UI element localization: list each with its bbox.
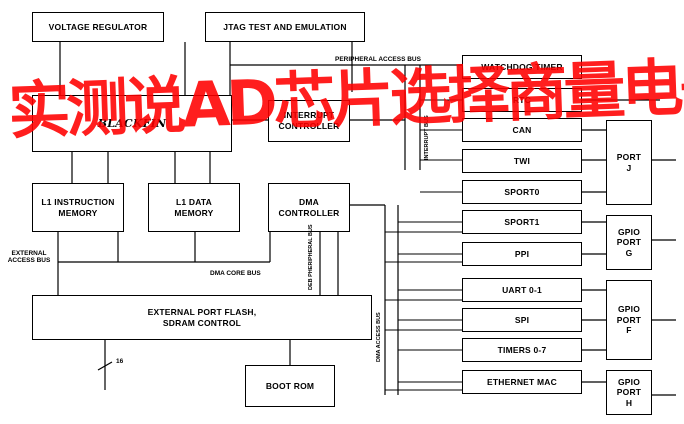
dma-core-bus-label: DMA CORE BUS xyxy=(210,270,261,277)
rtc-block: RTC xyxy=(462,88,582,112)
gpio-port-h-line1: GPIO xyxy=(617,376,641,387)
sport0-block: SPORT0 xyxy=(462,180,582,204)
ethernet-mac-block: ETHERNET MAC xyxy=(462,370,582,394)
interrupt-controller-block: INTERRUPT CONTROLLER xyxy=(268,100,350,142)
bus-width-label: 16 xyxy=(116,358,124,365)
gpio-port-g-line3: G xyxy=(625,247,633,258)
gpio-port-f-block: GPIO PORT F xyxy=(606,280,652,360)
external-port-block: EXTERNAL PORT FLASH, SDRAM CONTROL xyxy=(32,295,372,340)
dma-controller-block: DMA CONTROLLER xyxy=(268,183,350,232)
l1-data-memory-block: L1 DATA MEMORY xyxy=(148,183,240,232)
twi-block: TWI xyxy=(462,149,582,173)
gpio-port-j-line2: J xyxy=(626,162,632,173)
peripheral-access-bus-label: PERIPHERAL ACCESS BUS xyxy=(335,56,421,63)
l1-instruction-memory-block: L1 INSTRUCTION MEMORY xyxy=(32,183,124,232)
timers-block: TIMERS 0-7 xyxy=(462,338,582,362)
jtag-block: JTAG TEST AND EMULATION xyxy=(205,12,365,42)
ppi-block: PPI xyxy=(462,242,582,266)
can-block: CAN xyxy=(462,118,582,142)
core-block: BLACKFIN xyxy=(32,95,232,152)
dma-ext-bus-label: DEB PHERIPHERAL BUS xyxy=(308,224,314,290)
blackfin-logo: BLACKFIN xyxy=(97,116,167,130)
boot-rom-block: BOOT ROM xyxy=(245,365,335,407)
uart-block: UART 0-1 xyxy=(462,278,582,302)
sport1-block: SPORT1 xyxy=(462,210,582,234)
gpio-port-g-line2: PORT xyxy=(616,237,642,248)
gpio-port-j-block: PORT J xyxy=(606,120,652,205)
dma-access-bus-label: DMA ACCESS BUS xyxy=(376,312,382,362)
spi-block: SPI xyxy=(462,308,582,332)
gpio-port-h-line3: H xyxy=(625,397,633,408)
voltage-regulator-block: VOLTAGE REGULATOR xyxy=(32,12,164,42)
gpio-port-f-line1: GPIO xyxy=(617,304,641,315)
gpio-port-g-line1: GPIO xyxy=(617,226,641,237)
gpio-port-f-line3: F xyxy=(626,325,632,336)
gpio-port-j-line1: PORT xyxy=(616,151,642,162)
gpio-port-f-line2: PORT xyxy=(616,314,642,325)
gpio-port-h-block: GPIO PORT H xyxy=(606,370,652,415)
external-access-bus-label: EXTERNAL ACCESS BUS xyxy=(7,250,51,265)
watchdog-timer-block: WATCHDOG TIMER xyxy=(462,55,582,79)
gpio-port-h-line2: PORT xyxy=(616,387,642,398)
gpio-port-g-block: GPIO PORT G xyxy=(606,215,652,270)
